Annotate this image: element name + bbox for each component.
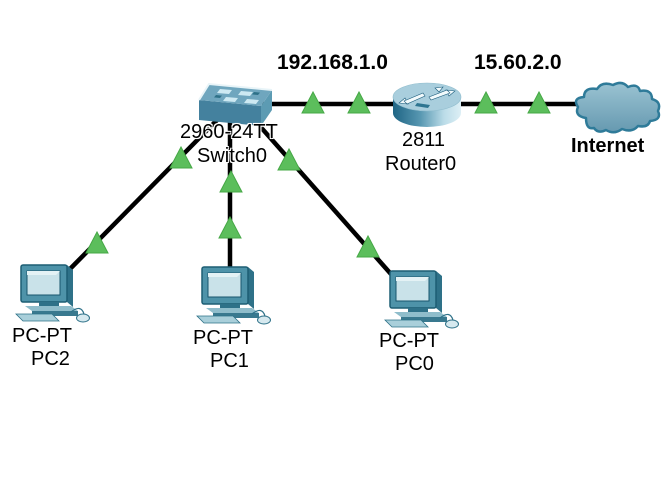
switch-icon bbox=[198, 82, 273, 126]
link-status-up-icon bbox=[356, 234, 380, 258]
pc-icon bbox=[196, 266, 271, 325]
cloud-icon bbox=[574, 81, 661, 134]
switch0-name-label[interactable]: Switch0 bbox=[197, 145, 268, 167]
link-status-up-icon bbox=[347, 90, 371, 114]
device-pc2[interactable] bbox=[15, 262, 93, 324]
pc-icon bbox=[384, 270, 459, 329]
internet-name-label[interactable]: Internet bbox=[571, 135, 645, 157]
link-status-up-icon bbox=[85, 230, 109, 254]
device-pc0[interactable] bbox=[384, 268, 462, 330]
device-switch0[interactable] bbox=[196, 78, 280, 130]
link-status-up-icon bbox=[277, 147, 301, 171]
pc0-model-label: PC-PT bbox=[379, 330, 439, 352]
device-router0[interactable] bbox=[390, 80, 464, 132]
link-status-up-icon bbox=[474, 90, 498, 114]
link-status-up-icon bbox=[218, 215, 242, 239]
pc1-model-label: PC-PT bbox=[193, 327, 253, 349]
pc2-model-label: PC-PT bbox=[12, 325, 72, 347]
network-label-15-60-2-0[interactable]: 15.60.2.0 bbox=[474, 51, 562, 74]
pc2-name-label[interactable]: PC2 bbox=[31, 348, 70, 370]
pc-icon bbox=[15, 264, 90, 323]
router-icon bbox=[392, 82, 462, 127]
link-status-up-icon bbox=[527, 90, 551, 114]
router0-name-label[interactable]: Router0 bbox=[385, 153, 457, 175]
device-pc1[interactable] bbox=[196, 264, 274, 326]
link-status-up-icon bbox=[169, 145, 193, 169]
pc0-name-label[interactable]: PC0 bbox=[395, 353, 434, 375]
router0-model-label: 2811 bbox=[402, 129, 446, 151]
network-label-192-168-1-0[interactable]: 192.168.1.0 bbox=[277, 51, 388, 74]
switch0-model-label: 2960-24TT bbox=[180, 121, 278, 143]
pc1-name-label[interactable]: PC1 bbox=[210, 350, 249, 372]
link-status-up-icon bbox=[301, 90, 325, 114]
device-internet-cloud[interactable] bbox=[568, 78, 664, 138]
link-status-up-icon bbox=[219, 169, 243, 193]
